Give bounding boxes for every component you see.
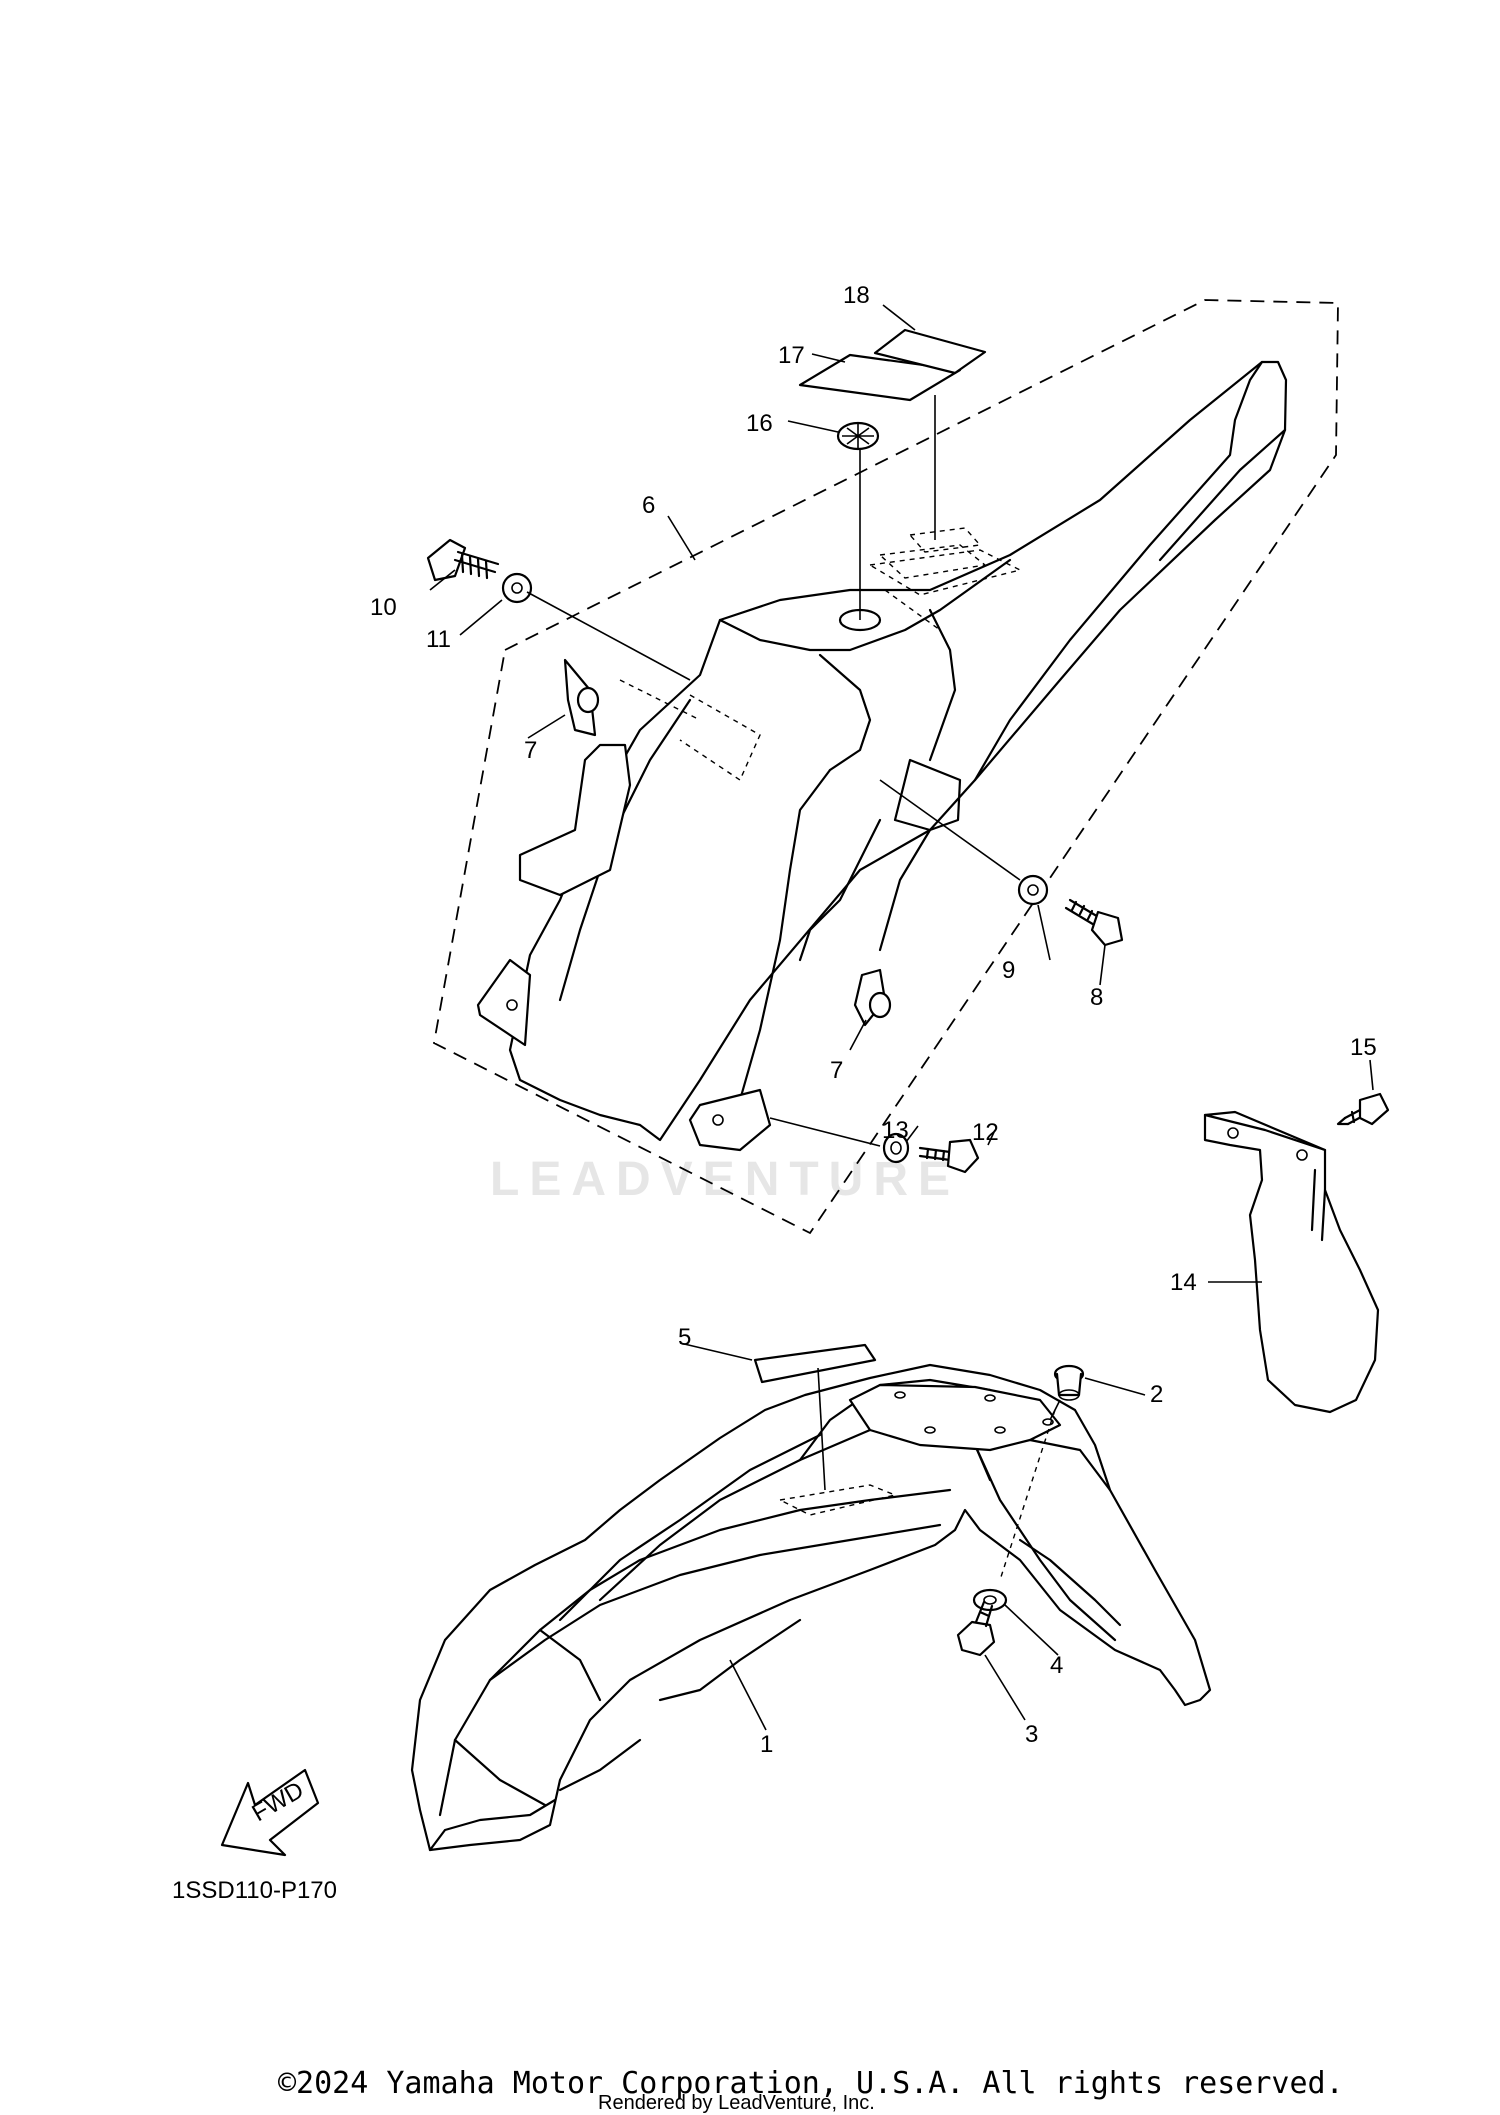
front-fender (410, 1363, 1212, 1852)
callout-14: 14 (1170, 1269, 1197, 1296)
callout-7-upper: 7 (524, 737, 537, 764)
front-leader-lines (817, 1367, 1061, 1581)
label-5 (753, 1343, 877, 1384)
fwd-arrow: FWD (220, 1768, 320, 1857)
callout-leaders (429, 304, 1374, 1731)
bolt-12 (918, 1138, 980, 1174)
callout-9: 9 (1002, 957, 1015, 984)
washer-4 (972, 1588, 1008, 1612)
rendered-by: Rendered by LeadVenture, Inc. (598, 2092, 875, 2114)
label-18 (873, 328, 987, 375)
callout-8: 8 (1090, 984, 1103, 1011)
copyright-notice: ©2024 Yamaha Motor Corporation, U.S.A. A… (278, 2066, 1344, 2101)
callout-6: 6 (642, 492, 655, 519)
callout-16: 16 (746, 410, 773, 437)
nut-clip-7-lower (853, 968, 892, 1027)
callout-15: 15 (1350, 1034, 1377, 1061)
callout-7-lower: 7 (830, 1057, 843, 1084)
label-placement-17-18 (878, 527, 987, 579)
callout-3: 3 (1025, 1721, 1038, 1748)
rear-fender (476, 360, 1288, 1152)
collar-13 (882, 1132, 910, 1164)
callout-11: 11 (426, 626, 451, 653)
callout-2: 2 (1150, 1381, 1163, 1408)
callout-12: 12 (972, 1119, 999, 1146)
nut-clip-7-upper (563, 658, 600, 737)
callout-4: 4 (1050, 1652, 1063, 1679)
washer-9 (1017, 874, 1049, 906)
grommet-2 (1053, 1364, 1085, 1401)
assembly-6-boundary (432, 299, 1339, 1235)
clip-16 (836, 421, 880, 451)
bolt-3 (956, 1600, 996, 1657)
callout-17: 17 (778, 342, 805, 369)
drawing-code: 1SSD110-P170 (172, 1877, 337, 1904)
callout-10: 10 (370, 594, 397, 621)
callout-18: 18 (843, 282, 870, 309)
screw-15 (1336, 1092, 1390, 1126)
callout-1: 1 (760, 1731, 773, 1758)
washer-11 (501, 572, 533, 604)
bolt-8 (1064, 898, 1124, 947)
watermark-text: LEADVENTURE (490, 1153, 960, 1206)
bolt-10 (426, 538, 500, 582)
callout-13: 13 (882, 1117, 909, 1144)
callout-5: 5 (678, 1324, 691, 1351)
callout-numbers: 18 17 16 6 10 11 7 9 8 7 13 12 15 14 5 2… (370, 282, 1377, 1758)
rear-leader-lines (526, 395, 1021, 1147)
mudflap-14 (1203, 1110, 1380, 1414)
